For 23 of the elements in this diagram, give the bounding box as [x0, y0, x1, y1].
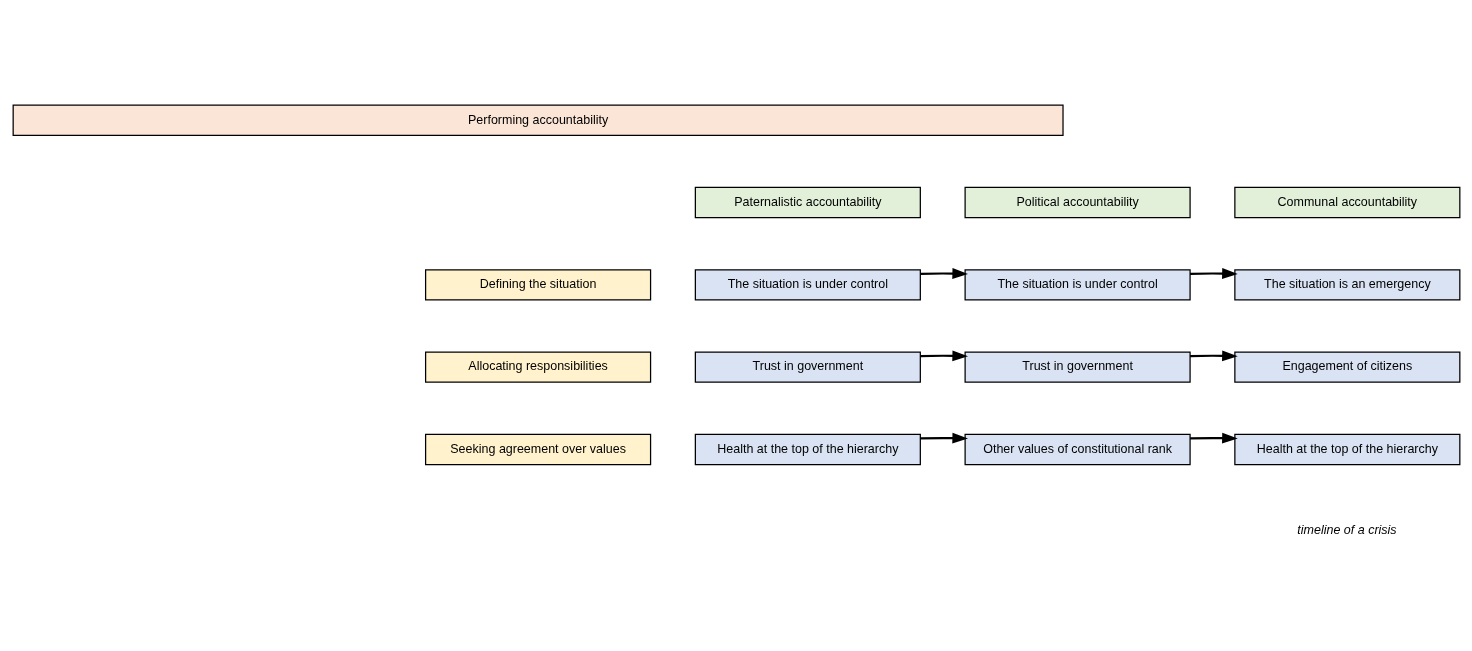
arrow: [919, 432, 968, 444]
node-box: Seeking agreement over values: [424, 433, 651, 465]
label: timeline of a crisis: [1296, 522, 1397, 537]
node-box: The situation is under control: [964, 268, 1191, 301]
node-box: The situation is under control: [694, 268, 921, 301]
arrow: [1189, 349, 1238, 361]
node-box: Allocating responsibilities: [424, 350, 651, 383]
node-box: Political accountability: [964, 186, 1191, 218]
node-box: Health at the top of the hierarchy: [1233, 433, 1460, 465]
arrow: [1189, 267, 1238, 279]
arrow: [919, 267, 968, 279]
node-box: Health at the top of the hierarchy: [694, 433, 921, 465]
node-box: Performing accountability: [12, 104, 1064, 136]
node-box: Other values of constitutional rank: [964, 433, 1191, 465]
node-box: Paternalistic accountability: [694, 186, 921, 218]
arrow: [919, 349, 968, 361]
node-box: Engagement of citizens: [1233, 350, 1460, 383]
arrow: [1189, 432, 1238, 444]
node-box: Defining the situation: [424, 268, 651, 301]
node-box: Trust in government: [694, 350, 921, 383]
node-box: Communal accountability: [1233, 186, 1460, 218]
node-box: The situation is an emergency: [1233, 268, 1460, 301]
node-box: Trust in government: [964, 350, 1191, 383]
